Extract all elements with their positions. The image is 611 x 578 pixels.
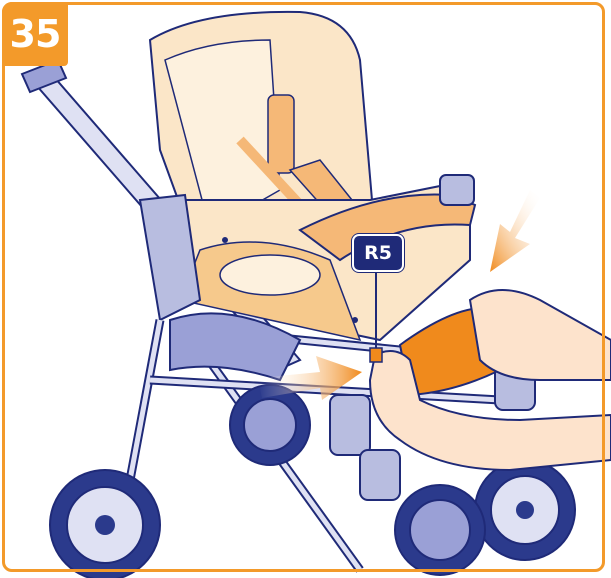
- press-arrow-icon: [490, 190, 540, 272]
- wheel-icon: [50, 385, 575, 578]
- part-callout-label: R5: [352, 234, 404, 272]
- step-number-badge: 35: [2, 2, 68, 66]
- strap-buckle: [370, 348, 382, 362]
